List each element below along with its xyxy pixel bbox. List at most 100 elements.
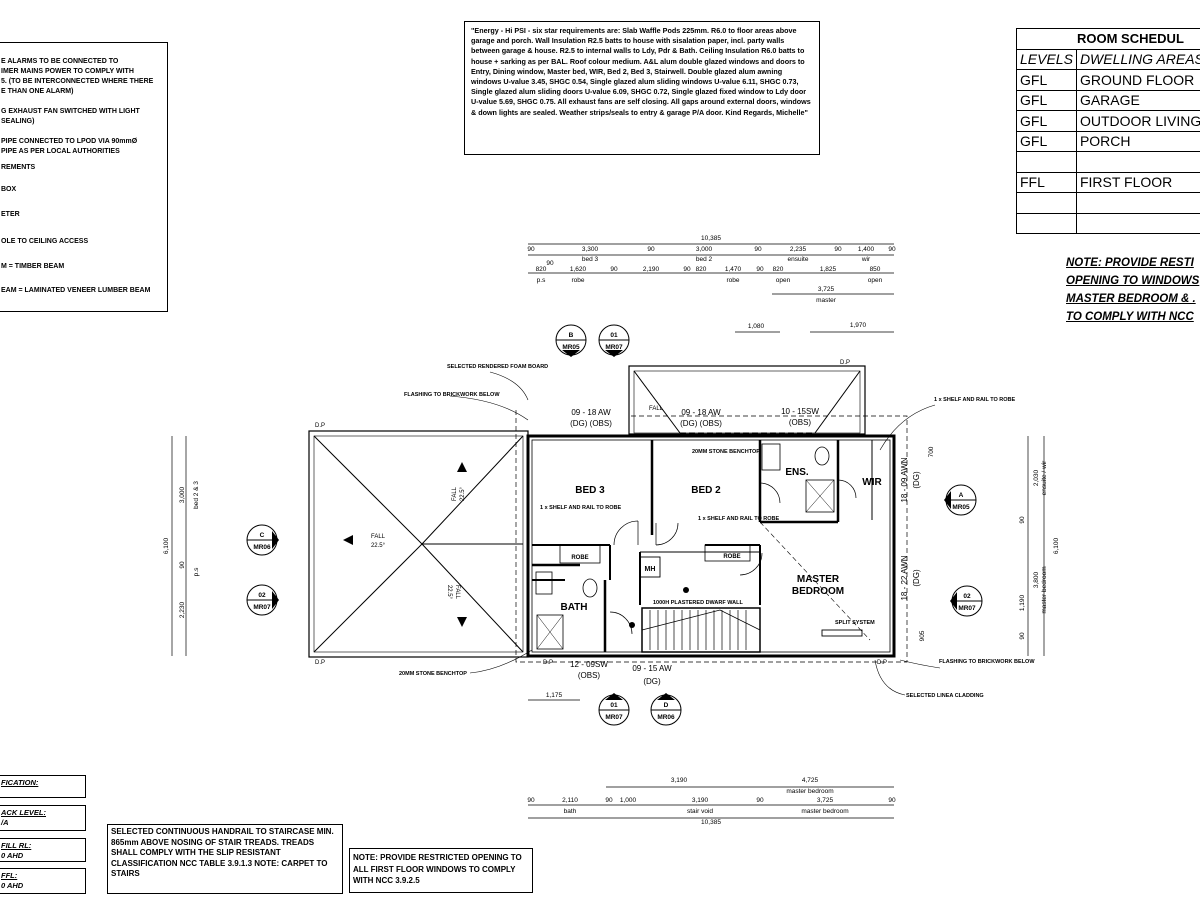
- dim-top-2: 90: [610, 266, 618, 273]
- dim-bottom-2: 2,110: [562, 797, 578, 804]
- dim-top: 90: [527, 246, 535, 253]
- ffl-label: FFL:: [1, 871, 18, 880]
- annotation-flashing: FLASHING TO BRICKWORK BELOW: [404, 392, 500, 398]
- dim-right: 90: [1019, 632, 1026, 640]
- annotation-dwarf: 1000H PLASTERED DWARF WALL: [653, 600, 743, 606]
- annotation-benchtop: 20MM STONE BENCHTOP: [399, 671, 467, 677]
- handrail-note: SELECTED CONTINUOUS HANDRAIL TO STAIRCAS…: [107, 824, 343, 894]
- dim-top-2: 2,190: [643, 266, 660, 273]
- dim-bottom-2-sub: master bedroom: [801, 808, 848, 815]
- pitch-label: 22.5°: [460, 486, 466, 501]
- pitch-label: 22.5°: [371, 543, 386, 549]
- legend-line: REMENTS: [1, 164, 36, 171]
- fill-rl-value: 0 AHD: [1, 851, 24, 860]
- window-label: 09 - 18 AW: [681, 408, 721, 417]
- slab-level-value: /A: [1, 818, 9, 827]
- dim-1970: 1,970: [850, 322, 867, 329]
- symbol-legend: E ALARMS TO BE CONNECTED TO IMER MAINS P…: [0, 42, 168, 312]
- legend-line: IMER MAINS POWER TO COMPLY WITH: [1, 68, 134, 75]
- marker-02b-ref: MR07: [958, 605, 976, 612]
- legend-line: SEALING): [1, 118, 35, 125]
- annotation-split: SPLIT SYSTEM: [835, 620, 875, 626]
- window-label: (DG): [912, 471, 921, 489]
- marker-d-ref: MR06: [657, 714, 675, 721]
- row-area: [1075, 212, 1200, 234]
- dim-bottom-2: 90: [527, 797, 535, 804]
- col-levels: LEVELS: [1016, 48, 1077, 70]
- ffl-value: 0 AHD: [1, 881, 24, 890]
- dim-bottom-2: 90: [605, 797, 613, 804]
- slab-level-box: ACK LEVEL: /A: [0, 805, 86, 831]
- legend-line: M = TIMBER BEAM: [1, 263, 65, 270]
- note-line: TO COMPLY WITH NCC: [1066, 311, 1194, 323]
- marker-02-letter: 02: [258, 592, 266, 599]
- legend-line: EAM = LAMINATED VENEER LUMBER BEAM: [1, 287, 151, 294]
- dim-top-2: 90: [756, 266, 764, 273]
- dim-top-2: 1,620: [570, 266, 587, 273]
- dp-label: D.P: [315, 660, 325, 666]
- room-schedule-title: ROOM SCHEDUL: [1016, 28, 1200, 50]
- annotation-shelf-bed2: 1 x SHELF AND RAIL TO ROBE: [698, 516, 780, 522]
- window-label: (DG) (OBS): [570, 419, 612, 428]
- dim-top: 1,400: [858, 246, 875, 253]
- room-bedroom: BEDROOM: [792, 586, 844, 597]
- legend-line: PIPE AS PER LOCAL AUTHORITIES: [1, 148, 120, 155]
- dim-left-sub2: p.s: [193, 567, 200, 576]
- dim-bottom: 3,190: [671, 777, 688, 784]
- annotation-render: SELECTED RENDERED FOAM BOARD: [447, 364, 548, 370]
- dim-master-label: master: [816, 297, 837, 304]
- legend-line: OLE TO CEILING ACCESS: [1, 238, 89, 245]
- dim-right: 1,190: [1019, 594, 1026, 611]
- fill-rl-box: FILL RL: 0 AHD: [0, 838, 86, 862]
- marker-a-letter: A: [959, 492, 964, 499]
- marker-01b-letter: 01: [610, 702, 618, 709]
- fall-label: FALL: [454, 585, 460, 600]
- dim-master: 3,725: [818, 286, 835, 293]
- legend-line: E ALARMS TO BE CONNECTED TO: [1, 58, 119, 65]
- upper-floor-walls: [526, 434, 896, 658]
- dim-top: 2,235: [790, 246, 807, 253]
- note-line: MASTER BEDROOM & .: [1066, 293, 1196, 305]
- marker-c-ref: MR06: [253, 544, 271, 551]
- row-area: GARAGE: [1075, 89, 1200, 111]
- dim-right-sub: master bedroom: [1041, 566, 1048, 613]
- window-label: 18 - 22 AWN: [900, 555, 909, 600]
- window-restriction-note: NOTE: PROVIDE RESTRICTED OPENING TO ALL …: [349, 848, 533, 893]
- window-label: (OBS): [789, 418, 812, 427]
- room-ensuite: ENS.: [785, 467, 809, 478]
- marker-c-letter: C: [260, 532, 265, 539]
- dim-bottom: 4,725: [802, 777, 819, 784]
- dim-right: 2,030: [1033, 469, 1040, 486]
- dim-top-2-sub: open: [776, 277, 791, 284]
- dim-bottom-2: 1,000: [620, 797, 637, 804]
- fall-label: FALL: [649, 406, 664, 412]
- classification-box: FICATION:: [0, 775, 86, 798]
- annotation-flashing: FLASHING TO BRICKWORK BELOW: [939, 659, 1035, 665]
- dim-left: 2,230: [179, 601, 186, 618]
- window-label: (DG): [643, 677, 661, 686]
- dim-top-2: 820: [536, 266, 547, 273]
- dim-top-2-sub: p.s: [537, 277, 546, 284]
- dim-top: 90: [647, 246, 655, 253]
- legend-line: BOX: [1, 186, 17, 193]
- marker-02b-letter: 02: [963, 593, 971, 600]
- legend-line: ETER: [1, 211, 20, 218]
- classification-label: FICATION:: [1, 778, 39, 787]
- dim-top-2: 820: [773, 266, 784, 273]
- marker-b-ref: MR05: [562, 344, 580, 351]
- marker-01b-ref: MR07: [605, 714, 623, 721]
- marker-a-ref: MR05: [952, 504, 970, 511]
- fall-label: FALL: [371, 534, 386, 540]
- room-master: MASTER: [797, 574, 840, 585]
- annotation-linea: SELECTED LINEA CLADDING: [906, 693, 984, 699]
- window-label: 10 - 15SW: [781, 407, 819, 416]
- dim-bottom-2: 3,190: [692, 797, 709, 804]
- dim-left-sub: bed 2 & 3: [193, 481, 200, 509]
- dim-right: 3,800: [1033, 571, 1040, 588]
- dim-top: 90: [754, 246, 762, 253]
- marker-02-ref: MR07: [253, 604, 271, 611]
- dim-top-2: 1,825: [820, 266, 837, 273]
- annotation-shelf: 1 x SHELF AND RAIL TO ROBE: [934, 397, 1016, 403]
- dim-top-sub: ensuite: [788, 256, 809, 263]
